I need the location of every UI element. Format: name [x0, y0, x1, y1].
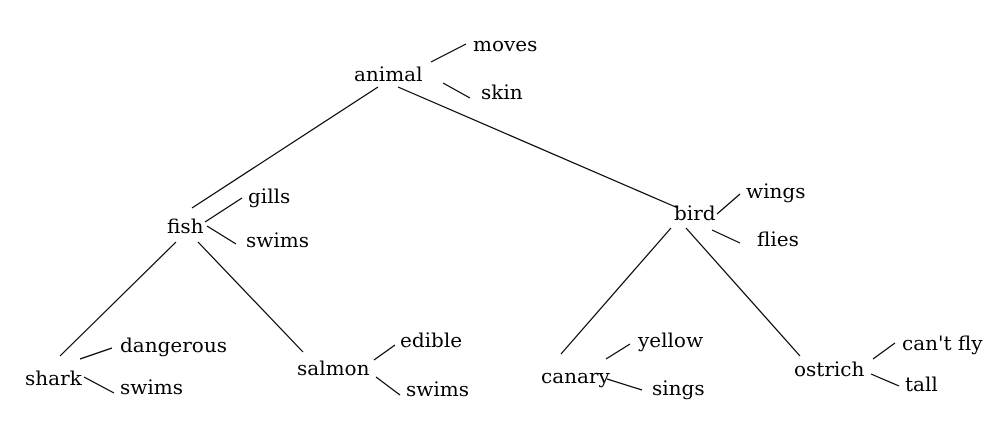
- edge-fish-shark: [59, 241, 177, 357]
- edge-canary-yellow: [605, 343, 631, 360]
- edge-animal-moves: [430, 43, 467, 63]
- edge-bird-canary: [560, 227, 672, 355]
- property-edible: edible: [400, 328, 462, 352]
- node-salmon: salmon: [297, 356, 370, 380]
- property-labels: moves skin gills swims wings flies dange…: [120, 32, 983, 401]
- node-bird: bird: [674, 201, 716, 225]
- edge-canary-sings: [606, 378, 643, 391]
- property-skin: skin: [481, 80, 523, 104]
- property-tall: tall: [905, 372, 938, 396]
- edge-shark-dangerous: [79, 347, 113, 360]
- property-gills: gills: [248, 184, 290, 208]
- edge-fish-gills: [204, 197, 243, 223]
- edge-bird-flies: [711, 229, 741, 244]
- property-moves: moves: [473, 32, 537, 56]
- concept-nodes: animal fish bird shark salmon canary ost…: [25, 62, 865, 390]
- edge-ostrich-cant-fly: [872, 342, 896, 360]
- property-yellow: yellow: [637, 328, 703, 352]
- edge-animal-fish: [191, 86, 379, 209]
- property-swims-salmon: swims: [406, 377, 469, 401]
- node-canary: canary: [541, 364, 610, 388]
- node-ostrich: ostrich: [794, 357, 865, 381]
- edge-salmon-swims: [375, 376, 401, 396]
- edge-fish-salmon: [197, 241, 304, 353]
- edge-animal-skin: [442, 82, 471, 99]
- node-fish: fish: [167, 214, 204, 238]
- property-flies: flies: [757, 227, 799, 251]
- node-shark: shark: [25, 366, 83, 390]
- edge-ostrich-tall: [870, 373, 900, 387]
- node-animal: animal: [354, 62, 423, 86]
- property-swims-fish: swims: [246, 228, 309, 252]
- edge-fish-swims: [206, 225, 237, 245]
- hierarchy-edges: [59, 86, 801, 357]
- edge-bird-ostrich: [685, 227, 801, 357]
- property-cant-fly: can't fly: [902, 331, 983, 355]
- property-sings: sings: [652, 376, 705, 400]
- edge-bird-wings: [716, 193, 741, 215]
- property-edges: [79, 43, 900, 396]
- edge-shark-swims: [83, 376, 115, 394]
- property-wings: wings: [746, 179, 805, 203]
- property-swims-shark: swims: [120, 375, 183, 399]
- property-dangerous: dangerous: [120, 333, 227, 357]
- edge-salmon-edible: [373, 344, 396, 361]
- edge-animal-bird: [397, 86, 679, 209]
